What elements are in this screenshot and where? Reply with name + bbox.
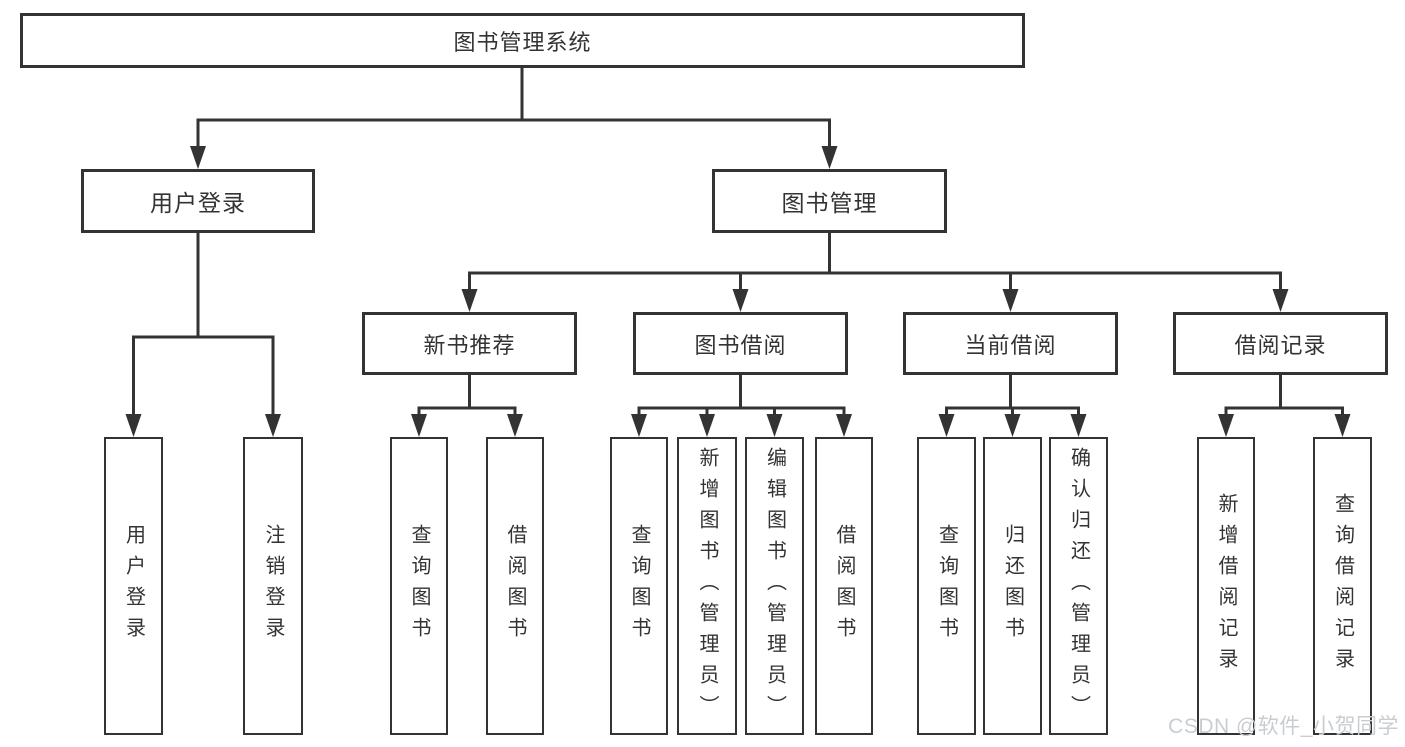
arrowhead bbox=[265, 414, 281, 437]
leaf-edit-books-admin: 编辑图书（管理员） bbox=[745, 437, 804, 735]
arrowhead bbox=[836, 414, 852, 437]
arrowhead bbox=[821, 146, 838, 169]
node-book-borrowing: 图书借阅 bbox=[633, 312, 848, 375]
leaf-query-books-borrowing: 查询图书 bbox=[610, 437, 668, 735]
node-new-book-recommendation: 新书推荐 bbox=[362, 312, 577, 375]
arrowhead bbox=[1272, 289, 1289, 312]
arrowhead bbox=[1004, 414, 1021, 437]
node-user-login: 用户登录 bbox=[81, 169, 315, 233]
connector-root bbox=[196, 68, 831, 149]
leaf-return-books: 归还图书 bbox=[983, 437, 1042, 735]
arrowhead bbox=[938, 414, 955, 437]
arrowhead bbox=[190, 146, 206, 169]
leaf-borrow-books-recommend: 借阅图书 bbox=[486, 437, 544, 735]
leaf-user-login: 用户登录 bbox=[104, 437, 163, 735]
leaf-add-books-admin: 新增图书（管理员） bbox=[677, 437, 737, 735]
arrowhead bbox=[699, 414, 715, 437]
watermark: CSDN @软件_小贺同学 bbox=[1168, 715, 1399, 738]
arrowhead bbox=[461, 289, 478, 312]
arrowhead bbox=[631, 414, 647, 437]
leaf-query-books-current: 查询图书 bbox=[917, 437, 976, 735]
arrowhead bbox=[1334, 414, 1351, 437]
node-current-borrowing: 当前借阅 bbox=[903, 312, 1118, 375]
leaf-add-borrow-record: 新增借阅记录 bbox=[1197, 437, 1255, 735]
arrowhead bbox=[732, 289, 749, 312]
arrowhead bbox=[507, 414, 523, 437]
connector-user-login bbox=[132, 233, 275, 416]
arrowhead bbox=[1218, 414, 1234, 437]
leaf-query-books-recommend: 查询图书 bbox=[390, 437, 448, 735]
connector-borrow-records bbox=[1224, 375, 1344, 416]
connector-book-borrow bbox=[637, 375, 846, 416]
connector-new-book bbox=[417, 375, 517, 416]
connector-book-management bbox=[468, 233, 1282, 292]
leaf-borrow-books: 借阅图书 bbox=[815, 437, 873, 735]
node-borrowing-records: 借阅记录 bbox=[1173, 312, 1388, 375]
leaf-logout: 注销登录 bbox=[243, 437, 303, 735]
leaf-query-borrow-record: 查询借阅记录 bbox=[1313, 437, 1372, 735]
leaf-confirm-return-admin: 确认归还（管理员） bbox=[1049, 437, 1108, 735]
arrowhead bbox=[1002, 289, 1019, 312]
arrowhead bbox=[766, 414, 783, 437]
node-library-management-system: 图书管理系统 bbox=[20, 13, 1025, 68]
connector-current-borrow bbox=[945, 375, 1080, 416]
arrowhead bbox=[1070, 414, 1087, 437]
arrowhead bbox=[125, 414, 142, 437]
node-book-management: 图书管理 bbox=[712, 169, 947, 233]
arrowhead bbox=[411, 414, 427, 437]
